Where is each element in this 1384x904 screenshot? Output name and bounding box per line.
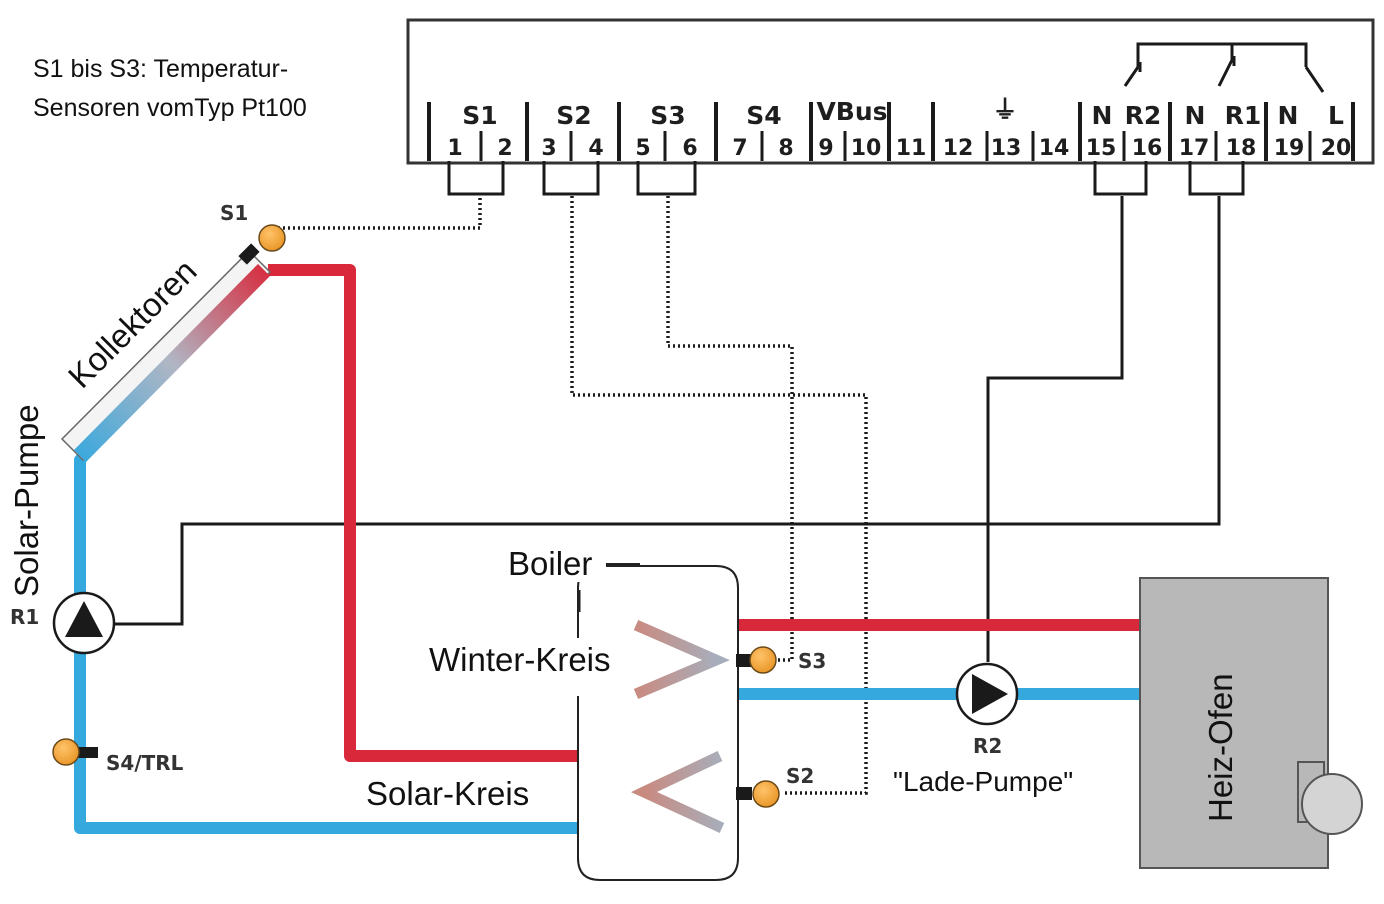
controller-box: S1 S2 S3 S4 VBus ⏚ N R2 N R1 N L 1 2 3 4…: [406, 18, 1375, 165]
terminal-9: 9: [818, 136, 833, 161]
group-r2: R2: [1125, 101, 1162, 130]
group-s1: S1: [462, 101, 497, 130]
group-s3: S3: [650, 101, 685, 130]
group-n-3: N: [1278, 101, 1299, 130]
group-l: L: [1328, 101, 1344, 130]
relay-r1-contact-icon: [1217, 56, 1236, 87]
terminal-16: 16: [1132, 136, 1163, 161]
terminal-connectors: [447, 161, 1245, 196]
terminal-1: 1: [447, 136, 462, 161]
group-r1: R1: [1225, 101, 1262, 130]
collector-supply-pipe: [268, 264, 720, 762]
terminal-20: 20: [1321, 136, 1352, 161]
terminal-19: 19: [1274, 136, 1305, 161]
sensor-s2-icon: [736, 780, 780, 808]
relay-r2-contact-icon: [1123, 62, 1142, 87]
r1-label: R1: [10, 605, 39, 629]
group-s4: S4: [746, 101, 781, 130]
boiler-tank: [577, 563, 739, 881]
terminal-10: 10: [851, 136, 882, 161]
group-vbus: VBus: [816, 97, 887, 126]
sensor-s4-icon: [52, 738, 98, 766]
terminal-15: 15: [1086, 136, 1117, 161]
s3-sensor-cable: [666, 196, 794, 662]
winter-heat-exchanger-coil: [633, 619, 730, 700]
terminal-11: 11: [896, 136, 927, 161]
r2-label: R2: [973, 734, 1002, 758]
sensor-s1-icon: [258, 224, 286, 252]
terminal-13: 13: [991, 136, 1022, 161]
r2-power-cable: [986, 196, 1124, 662]
solar-heat-exchanger-coil: [631, 751, 725, 833]
terminal-18: 18: [1226, 136, 1257, 161]
terminal-2: 2: [497, 136, 512, 161]
terminal-3: 3: [541, 136, 556, 161]
terminal-6: 6: [682, 136, 697, 161]
terminal-8: 8: [778, 136, 793, 161]
charge-pump-r2-icon: [955, 662, 1019, 726]
terminal-5: 5: [635, 136, 650, 161]
s3-label: S3: [798, 649, 826, 673]
terminal-7: 7: [732, 136, 747, 161]
group-n-1: N: [1092, 101, 1113, 130]
heating-furnace: [1139, 577, 1363, 869]
s2-label: S2: [786, 764, 814, 788]
boiler-label: Boiler: [508, 545, 592, 582]
terminal-12: 12: [943, 136, 974, 161]
charge-pump-label: "Lade-Pumpe": [893, 766, 1073, 797]
winter-circuit-label: Winter-Kreis: [429, 641, 611, 678]
terminal-4: 4: [588, 136, 603, 161]
solar-circuit-label: Solar-Kreis: [366, 775, 529, 812]
s1-label: S1: [220, 201, 248, 225]
r1-power-cable: [114, 196, 1221, 626]
terminal-17: 17: [1179, 136, 1210, 161]
furnace-label: Heiz-Ofen: [1202, 673, 1239, 822]
group-n-2: N: [1185, 101, 1206, 130]
sensor-note-line1: S1 bis S3: Temperatur-: [33, 55, 288, 83]
sensor-s3-icon: [736, 646, 777, 674]
solar-pump-r1-icon: [52, 591, 116, 655]
solar-collector: [60, 243, 272, 462]
group-s2: S2: [556, 101, 591, 130]
s1-sensor-cable: [278, 196, 482, 230]
s4-trl-label: S4/TRL: [106, 751, 184, 775]
terminal-14: 14: [1039, 136, 1070, 161]
ground-icon: ⏚: [992, 95, 1017, 124]
solar-pump-label: Solar-Pumpe: [8, 404, 45, 597]
sensor-note-line2: Sensoren vomTyp Pt100: [33, 94, 307, 122]
